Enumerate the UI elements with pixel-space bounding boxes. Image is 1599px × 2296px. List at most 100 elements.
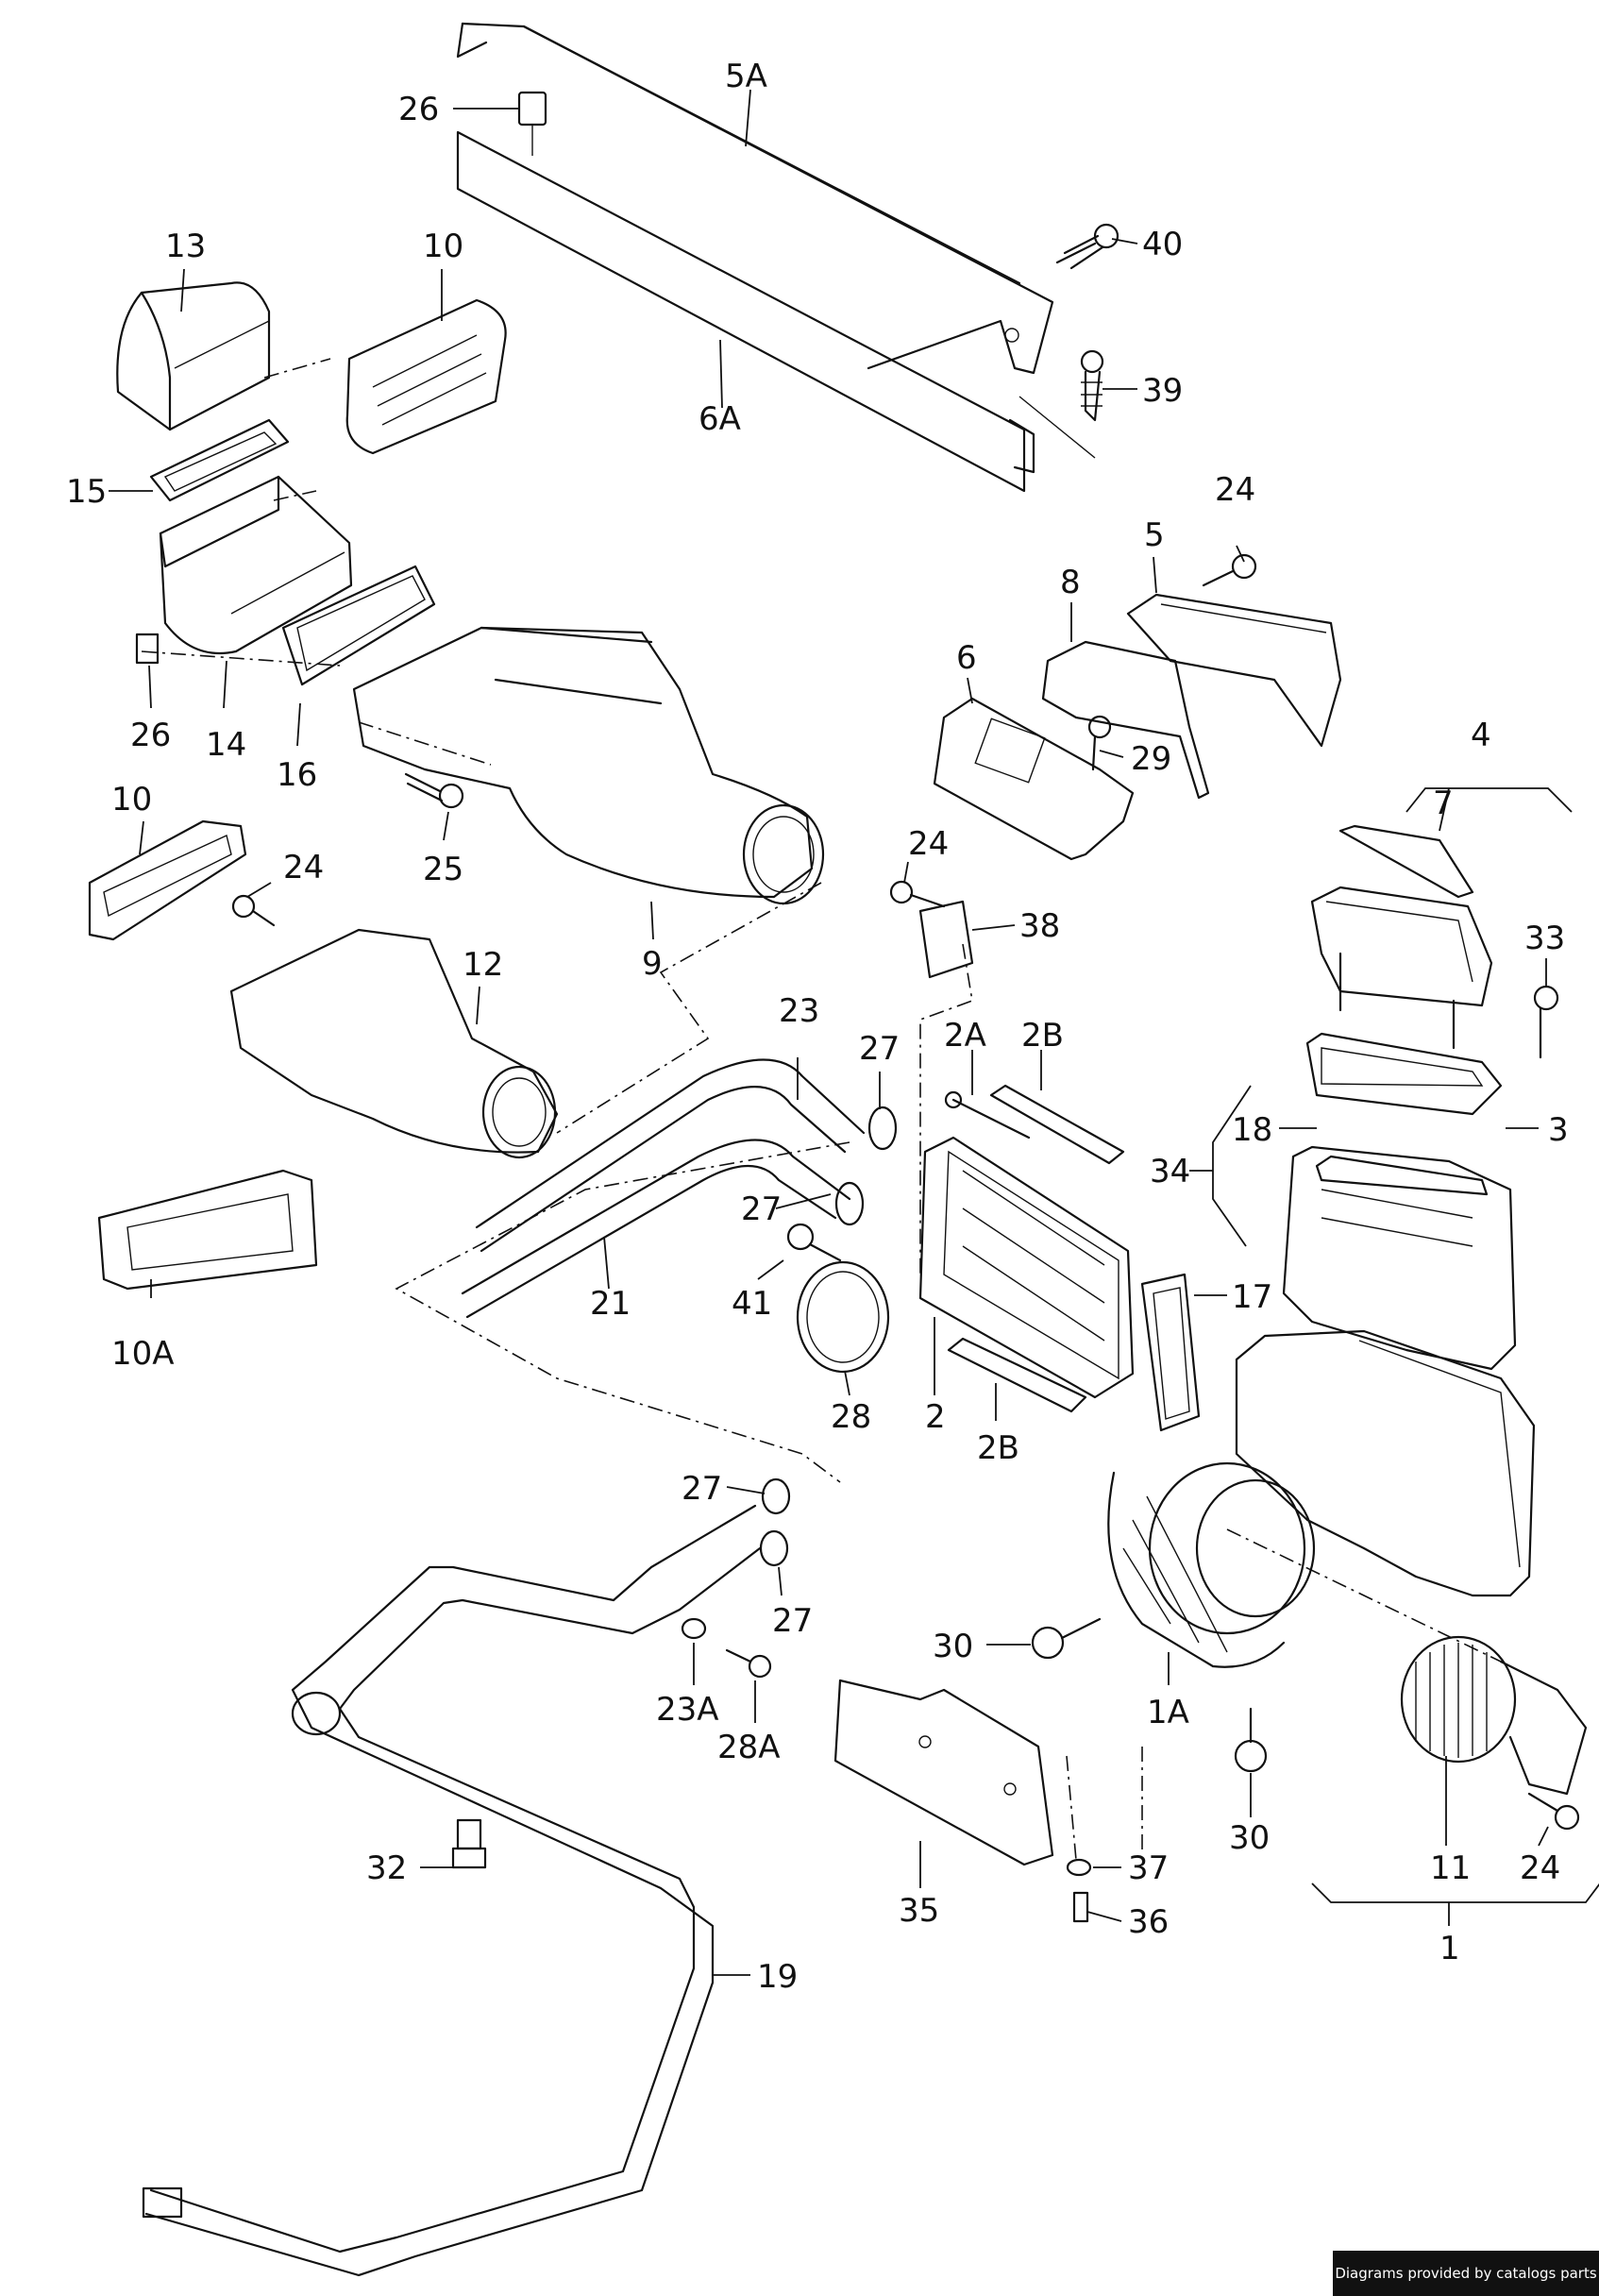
- screw-24-motor: [1527, 1792, 1580, 1831]
- callout-28: 28: [831, 1398, 871, 1436]
- callout-38: 38: [1019, 907, 1060, 945]
- callout-10-left: 10: [111, 781, 152, 819]
- hose-23: [475, 1058, 866, 1253]
- clip-26-top: [517, 91, 547, 156]
- callout-14: 14: [206, 726, 246, 764]
- callout-1: 1: [1439, 1930, 1460, 1967]
- callout-10-top: 10: [423, 228, 463, 265]
- bolt-32: [451, 1818, 487, 1869]
- seal-8: [1041, 640, 1210, 800]
- foam-strip-2b-bottom: [947, 1337, 1087, 1413]
- callout-18: 18: [1232, 1111, 1272, 1149]
- gasket-18: [1315, 1155, 1489, 1196]
- duct-12: [229, 928, 559, 1159]
- callout-2: 2: [925, 1398, 946, 1436]
- screw-25: [404, 772, 464, 809]
- washer-37: [1066, 1858, 1092, 1877]
- hose-clamp-27-d: [759, 1529, 789, 1567]
- callout-35: 35: [899, 1892, 939, 1930]
- assembly-line-right: [919, 943, 1502, 1861]
- callout-24-left: 24: [283, 849, 324, 886]
- callout-24-center: 24: [908, 825, 949, 863]
- callout-28a: 28A: [717, 1729, 781, 1766]
- hose-clamp-27-c: [761, 1477, 791, 1515]
- callout-2b-top: 2B: [1021, 1017, 1064, 1055]
- callout-5: 5: [1144, 516, 1165, 554]
- clip-26-left: [135, 633, 160, 665]
- duct-elbow-14: [159, 475, 353, 655]
- callout-17: 17: [1232, 1278, 1272, 1316]
- blower-housing-1: [1107, 1329, 1536, 1668]
- bracket-6: [933, 697, 1135, 861]
- callout-2b-bottom: 2B: [977, 1429, 1019, 1467]
- callout-23: 23: [779, 992, 819, 1030]
- callout-10a: 10A: [111, 1335, 175, 1373]
- bolt-41: [786, 1223, 842, 1262]
- callout-27-b: 27: [741, 1190, 782, 1228]
- screw-24-center: [889, 880, 946, 908]
- callout-3: 3: [1548, 1111, 1569, 1149]
- housing-5: [1126, 593, 1342, 748]
- gasket-15: [149, 418, 290, 502]
- leader-lines: [109, 89, 1599, 1976]
- blower-motor-11: [1400, 1635, 1588, 1796]
- screw-30-left: [1031, 1617, 1102, 1660]
- coolant-pipe-19: [142, 1504, 762, 2277]
- screw-33: [1533, 985, 1559, 1059]
- hose-clamp-27-b: [834, 1181, 865, 1226]
- foam-strip-2b-top: [989, 1084, 1125, 1165]
- callout-12: 12: [463, 946, 503, 984]
- callout-6: 6: [956, 639, 977, 677]
- callout-24-upper: 24: [1215, 471, 1255, 509]
- vent-grille-10-top: [345, 298, 507, 455]
- callout-30-right: 30: [1229, 1819, 1270, 1857]
- callout-23a: 23A: [656, 1691, 719, 1729]
- callout-29: 29: [1131, 740, 1171, 778]
- vent-grille-10a: [97, 1169, 318, 1291]
- callout-13: 13: [165, 228, 206, 265]
- callout-9: 9: [642, 945, 663, 983]
- cover-panel-6a: [456, 130, 1096, 493]
- callout-2a: 2A: [944, 1017, 986, 1055]
- cover-panel-5a: [456, 22, 1054, 375]
- callout-32: 32: [366, 1849, 407, 1887]
- callout-19: 19: [757, 1958, 798, 1996]
- heat-shield-35: [833, 1679, 1054, 1866]
- seal-7: [1338, 824, 1474, 899]
- callout-6a: 6A: [699, 400, 741, 438]
- callout-21: 21: [590, 1285, 631, 1323]
- callout-30-left: 30: [933, 1628, 973, 1665]
- bracket-38: [918, 900, 974, 979]
- callout-27-c: 27: [682, 1470, 722, 1508]
- callout-11: 11: [1430, 1849, 1471, 1887]
- callout-4: 4: [1471, 717, 1491, 754]
- gasket-17: [1140, 1273, 1201, 1432]
- callout-40: 40: [1142, 226, 1183, 263]
- evaporator-34: [1282, 1145, 1517, 1371]
- vent-grille-10-left: [88, 819, 247, 941]
- callout-37: 37: [1128, 1849, 1169, 1887]
- callout-36: 36: [1128, 1903, 1169, 1941]
- screw-24-upper: [1202, 553, 1257, 587]
- diagram-credit: Diagrams provided by catalogs parts: [1333, 2251, 1599, 2296]
- temperature-sensor-2a: [944, 1090, 1031, 1140]
- hose-clamp-27-a: [867, 1106, 898, 1151]
- callout-24-motor: 24: [1520, 1849, 1560, 1887]
- frame-3: [1305, 1032, 1503, 1116]
- callout-34: 34: [1150, 1153, 1190, 1190]
- heater-core-2: [918, 1136, 1135, 1399]
- screw-40: [1055, 223, 1119, 270]
- callout-15: 15: [66, 473, 107, 511]
- callout-39: 39: [1142, 372, 1183, 410]
- assembly-line-left-ducts: [141, 358, 850, 1483]
- screw-39: [1080, 349, 1104, 422]
- callout-26-left: 26: [130, 717, 171, 754]
- callout-27-d: 27: [772, 1602, 813, 1640]
- screw-28a: [725, 1648, 772, 1679]
- callout-26-top: 26: [398, 91, 439, 128]
- callout-8: 8: [1060, 564, 1081, 601]
- duct-outlet-13: [116, 281, 271, 431]
- callout-7: 7: [1433, 785, 1454, 822]
- screw-36: [1072, 1891, 1089, 1923]
